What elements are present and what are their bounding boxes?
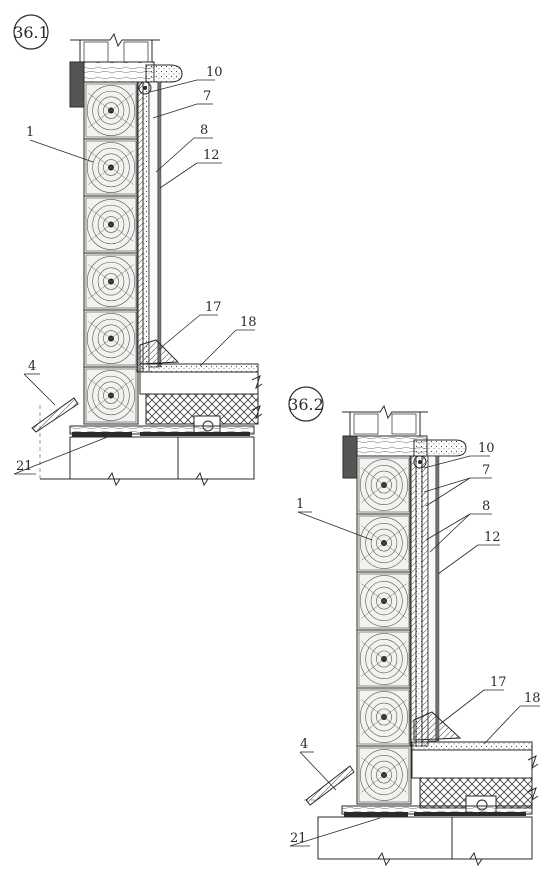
callout-7: 7 (482, 463, 490, 478)
callout-8: 8 (482, 499, 490, 514)
figure-number: 36.1 (13, 23, 49, 42)
figure-number-circle (288, 386, 324, 422)
log-block (83, 81, 139, 140)
figure-number: 36.2 (288, 395, 324, 414)
section-36-1: 36.1 (13, 14, 263, 487)
floor-assembly (139, 339, 263, 435)
figure-number-circle (13, 14, 49, 50)
log-block (356, 455, 412, 515)
foundation (31, 397, 255, 487)
wall-lining (409, 455, 440, 747)
callout-4: 4 (300, 737, 308, 752)
top-beam (342, 435, 467, 479)
callout-4: 4 (28, 359, 36, 374)
callout-21: 21 (16, 459, 33, 474)
upper-wall-break (70, 32, 160, 63)
leader-lines (289, 455, 540, 847)
top-beam (69, 61, 183, 108)
callout-12: 12 (203, 148, 220, 163)
callout-7: 7 (203, 89, 211, 104)
callout-10: 10 (478, 441, 495, 456)
foundation (304, 765, 533, 867)
log-block (83, 309, 139, 368)
callout-18: 18 (240, 315, 257, 330)
log-wall-column (83, 81, 139, 425)
log-wall-column (356, 455, 412, 805)
log-block (83, 366, 139, 425)
callout-8: 8 (200, 123, 208, 138)
log-block (356, 687, 412, 747)
log-block (83, 138, 139, 197)
log-block (83, 195, 139, 254)
callout-1: 1 (26, 125, 34, 140)
leader-lines (13, 79, 255, 475)
callout-18: 18 (524, 691, 541, 706)
section-36-2: 36.2 (288, 386, 541, 867)
floor-assembly (411, 711, 539, 815)
log-block (356, 745, 412, 805)
callout-17: 17 (205, 300, 222, 315)
log-block (356, 513, 412, 573)
log-block (356, 629, 412, 689)
wall-lining (136, 81, 162, 373)
callout-21: 21 (290, 831, 307, 846)
upper-wall-break (342, 404, 428, 436)
callout-17: 17 (490, 675, 507, 690)
callout-12: 12 (484, 530, 501, 545)
log-block (83, 252, 139, 311)
callout-10: 10 (206, 65, 223, 80)
log-block (356, 571, 412, 631)
callout-1: 1 (296, 497, 304, 512)
